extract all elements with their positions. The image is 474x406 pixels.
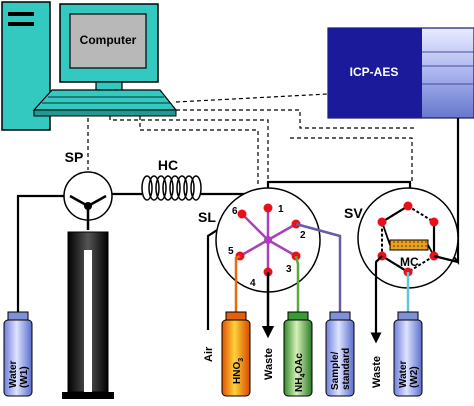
bottle-water-w1: Water (W1): [3, 311, 33, 397]
computer: Computer: [1, 1, 178, 131]
waste-label-right: Waste: [371, 356, 383, 388]
sv-port-upper-right: [429, 217, 439, 227]
bottle-nh4oac: NH4OAc: [283, 311, 313, 397]
computer-keyboard: [32, 89, 178, 111]
bottle-w2-label: Water (W2): [398, 358, 420, 388]
bottle-hno3-label: HNO3: [232, 358, 245, 384]
mc-label: MC: [400, 255, 419, 269]
sl-port-label-3: 3: [286, 264, 292, 275]
syringe-pump: [62, 171, 114, 399]
bottle-sample-label: Sample/ standard: [330, 348, 352, 390]
sl-label: SL: [198, 209, 216, 225]
hc-label: HC: [158, 157, 178, 173]
sv-port-top: [403, 201, 413, 211]
holding-coil: [141, 175, 202, 201]
reagent-lines: [234, 222, 342, 339]
sl-port-label-4: 4: [250, 278, 256, 289]
sv-label: SV: [344, 205, 363, 221]
sl-port-label-1: 1: [278, 204, 284, 215]
bottle-water-w2: Water (W2): [393, 311, 423, 397]
selection-valve: 1 2 3 4 5 6: [215, 187, 321, 293]
air-label: Air: [203, 346, 215, 362]
bottle-sample-standard: Sample/ standard: [325, 311, 355, 397]
bottle-hno3: HNO3: [221, 311, 251, 397]
mini-column: [389, 239, 429, 251]
bottle-w1-label: Water (W1): [8, 358, 30, 388]
waste-label-left: Waste: [263, 348, 275, 380]
sl-port-6: [237, 209, 247, 219]
icp-label: ICP-AES: [350, 65, 399, 79]
sl-port-label-2: 2: [300, 230, 306, 241]
icp-front-panel: [328, 28, 422, 118]
sv-port-lower-right: [429, 251, 439, 261]
sl-port-1: [263, 203, 273, 213]
sp-label: SP: [65, 149, 84, 165]
bottle-nh4oac-label: NH4OAc: [294, 353, 307, 392]
sv-port-upper-left: [377, 217, 387, 227]
control-lines: [87, 93, 416, 186]
computer-label: Computer: [80, 33, 137, 47]
sl-port-label-5: 5: [228, 246, 234, 257]
sl-port-label-6: 6: [232, 206, 238, 217]
icp-aes: ICP-AES: [327, 27, 474, 119]
